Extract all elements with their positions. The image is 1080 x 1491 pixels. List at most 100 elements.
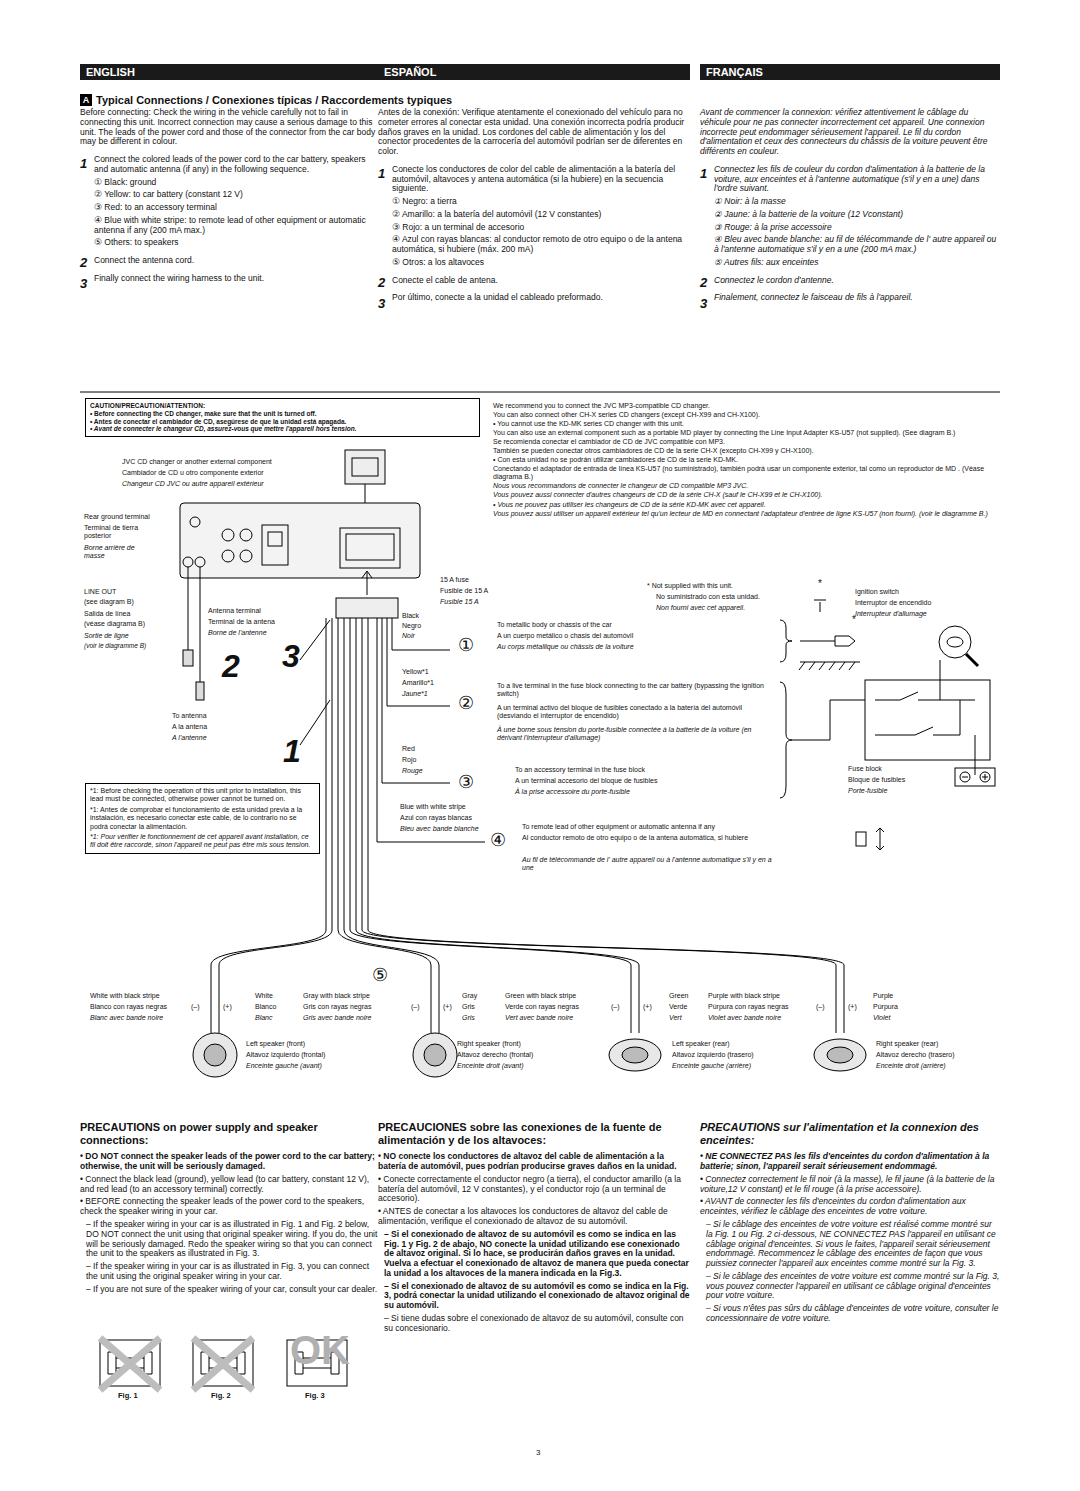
head-unit-rear (183, 557, 193, 567)
step-number: 2 (80, 256, 94, 269)
diagram-label: Borne de l'antenne (208, 629, 267, 637)
head-unit-rear (240, 529, 252, 541)
cd-changer-plug (345, 450, 385, 484)
diagram-label: Yellow*1 (402, 668, 429, 676)
fuse-block (955, 768, 995, 786)
text-paragraph: Conecte el cable de antena. (392, 276, 690, 286)
diagram-label: Violet (873, 1014, 890, 1022)
text-paragraph: – Si vous n'êtes pas sûrs du câblage d'e… (706, 1304, 1000, 1324)
node-text: ENGLISH (86, 66, 372, 78)
ground-connection (780, 620, 792, 662)
diagram-label: Altavoz derecho (frontal) (457, 1051, 533, 1059)
fuse-block (962, 774, 988, 780)
diagram-label: Violet avec bande noire (708, 1014, 781, 1022)
wire-harness (413, 1033, 457, 1077)
ignition-switch (939, 626, 978, 700)
diagram-label: (–) (191, 1003, 200, 1011)
diagram-label: Al conductor remoto de otro equipo o de … (522, 834, 782, 842)
text-paragraph: – Si le câblage des enceintes de votre v… (706, 1272, 1000, 1301)
text-column: Antes de la conexión: Verifique atentame… (378, 108, 690, 310)
text-paragraph: ② Amarillo: a la batería del automóvil (… (392, 210, 690, 220)
node-text: • Avant de connecter le changeur CD, ass… (90, 425, 475, 433)
section-heading: PRECAUCIONES sobre las conexiones de la … (378, 1121, 690, 1147)
diagram-label: Gray with black stripe (303, 992, 370, 1000)
diagram-label: Altavoz izquierdo (frontal) (246, 1051, 325, 1059)
diagram-label: Fusible de 15 A (440, 587, 488, 595)
callout-number: 2 (222, 650, 240, 682)
language-band: ENGLISH (80, 64, 378, 80)
fuse-block (780, 682, 792, 798)
ground-connection (814, 600, 826, 612)
text-paragraph: • Vous ne pouvez pas utiliser les change… (493, 501, 998, 509)
diagram-label: OK (290, 1330, 350, 1370)
step-number: 1 (80, 157, 94, 170)
antenna-cable (196, 682, 204, 700)
diagram-label: Terminal de la antena (208, 618, 275, 626)
diagram-label: A la antena (172, 723, 207, 731)
ignition-switch (939, 626, 971, 658)
wire-harness (204, 1044, 226, 1066)
diagram-label: 15 A fuse (440, 576, 469, 584)
diagram-label: Au fil de télécommande de l' autre appar… (522, 856, 782, 872)
diagram-label: Salida de línea (84, 610, 130, 618)
node-text: CAUTION/PRECAUTION/ATTENTION: (90, 402, 475, 410)
head-unit-rear (262, 525, 288, 565)
ground-connection (800, 641, 835, 642)
remote-lead-symbol (856, 832, 866, 846)
diagram-label: Ignition switch (855, 588, 899, 596)
diagram-label: Gris avec bande noire (303, 1014, 371, 1022)
text-paragraph: Connectez les fils de couleur du cordon … (714, 165, 1000, 194)
diagram-label: Purple with black stripe (708, 992, 780, 1000)
diagram-label: * (818, 578, 822, 590)
diagram-label: (voir le diagramme B) (84, 642, 146, 649)
diagram-label: (véase diagrama B) (84, 620, 145, 628)
step-number: 3 (700, 297, 714, 310)
diagram-label: Black (402, 612, 419, 620)
wire-harness (622, 1047, 648, 1063)
text-paragraph: También se pueden conectar otros cambiad… (493, 447, 998, 455)
diagram-label: Right speaker (rear) (876, 1040, 938, 1048)
text-paragraph: ② Jaune: à la batterie de la voiture (12… (714, 210, 1000, 220)
fuse-block (875, 692, 975, 775)
diagram-label: A un terminal activo del bloque de fusib… (497, 704, 767, 720)
callout-number: ① (458, 636, 474, 654)
antenna-cable (196, 567, 204, 700)
diagram-label: (–) (411, 1003, 420, 1011)
diagram-label: Fig. 3 (305, 1392, 325, 1401)
diagram-label: Typical Connections / Conexiones típicas… (96, 94, 452, 107)
section-heading: PRECAUTIONS sur l'alimentation et la con… (700, 1121, 1000, 1147)
diagram-label: Blanc (255, 1014, 273, 1022)
wire-harness (827, 1047, 853, 1063)
text-column: We recommend you to connect the JVC MP3-… (493, 402, 998, 519)
node-text: FRANÇAIS (706, 66, 994, 78)
diagram-label: Blanc avec bande noire (90, 1014, 163, 1022)
text-paragraph: ⑤ Otros: a los altavoces (392, 258, 690, 268)
diagram-label: Jaune*1 (402, 690, 428, 698)
node-text: • Antes de conectar el cambiador de CD, … (90, 418, 475, 426)
head-unit-rear (268, 532, 282, 546)
diagram-label: (see diagram B) (84, 598, 134, 606)
diagram-label: Blanco con rayas negras (90, 1003, 167, 1011)
step-number: 2 (700, 276, 714, 289)
diagram-label: Negro (402, 622, 421, 630)
head-unit-rear (340, 528, 400, 568)
text-paragraph: • Con esta unidad no se podrán utilizar … (493, 456, 998, 464)
wire-harness (609, 1039, 661, 1071)
text-paragraph: • BEFORE connecting the speaker leads of… (80, 1197, 378, 1217)
text-column: PRECAUCIONES sobre las conexiones de la … (378, 1121, 690, 1333)
diagram-label: Red (402, 745, 415, 753)
node-text: ESPAÑOL (384, 66, 684, 78)
cd-changer-plug (352, 458, 378, 476)
diagram-label: A un cuerpo metálico o chasis del automó… (497, 632, 633, 640)
fuse-block (792, 700, 865, 740)
diagram-label: White with black stripe (90, 992, 160, 1000)
diagram-label: (–) (816, 1003, 825, 1011)
text-paragraph: We recommend you to connect the JVC MP3-… (493, 402, 998, 410)
diagram-label: Porte-fusible (848, 787, 887, 795)
diagram-label: Fig. 1 (118, 1392, 138, 1401)
text-paragraph: • ANTES de conectar a los altavoces los … (378, 1207, 690, 1227)
callout-number: 1 (283, 735, 301, 767)
diagram-label: Gris (462, 1003, 475, 1011)
harness-plug (336, 571, 398, 618)
diagram-label: Blue with white stripe (400, 803, 466, 811)
